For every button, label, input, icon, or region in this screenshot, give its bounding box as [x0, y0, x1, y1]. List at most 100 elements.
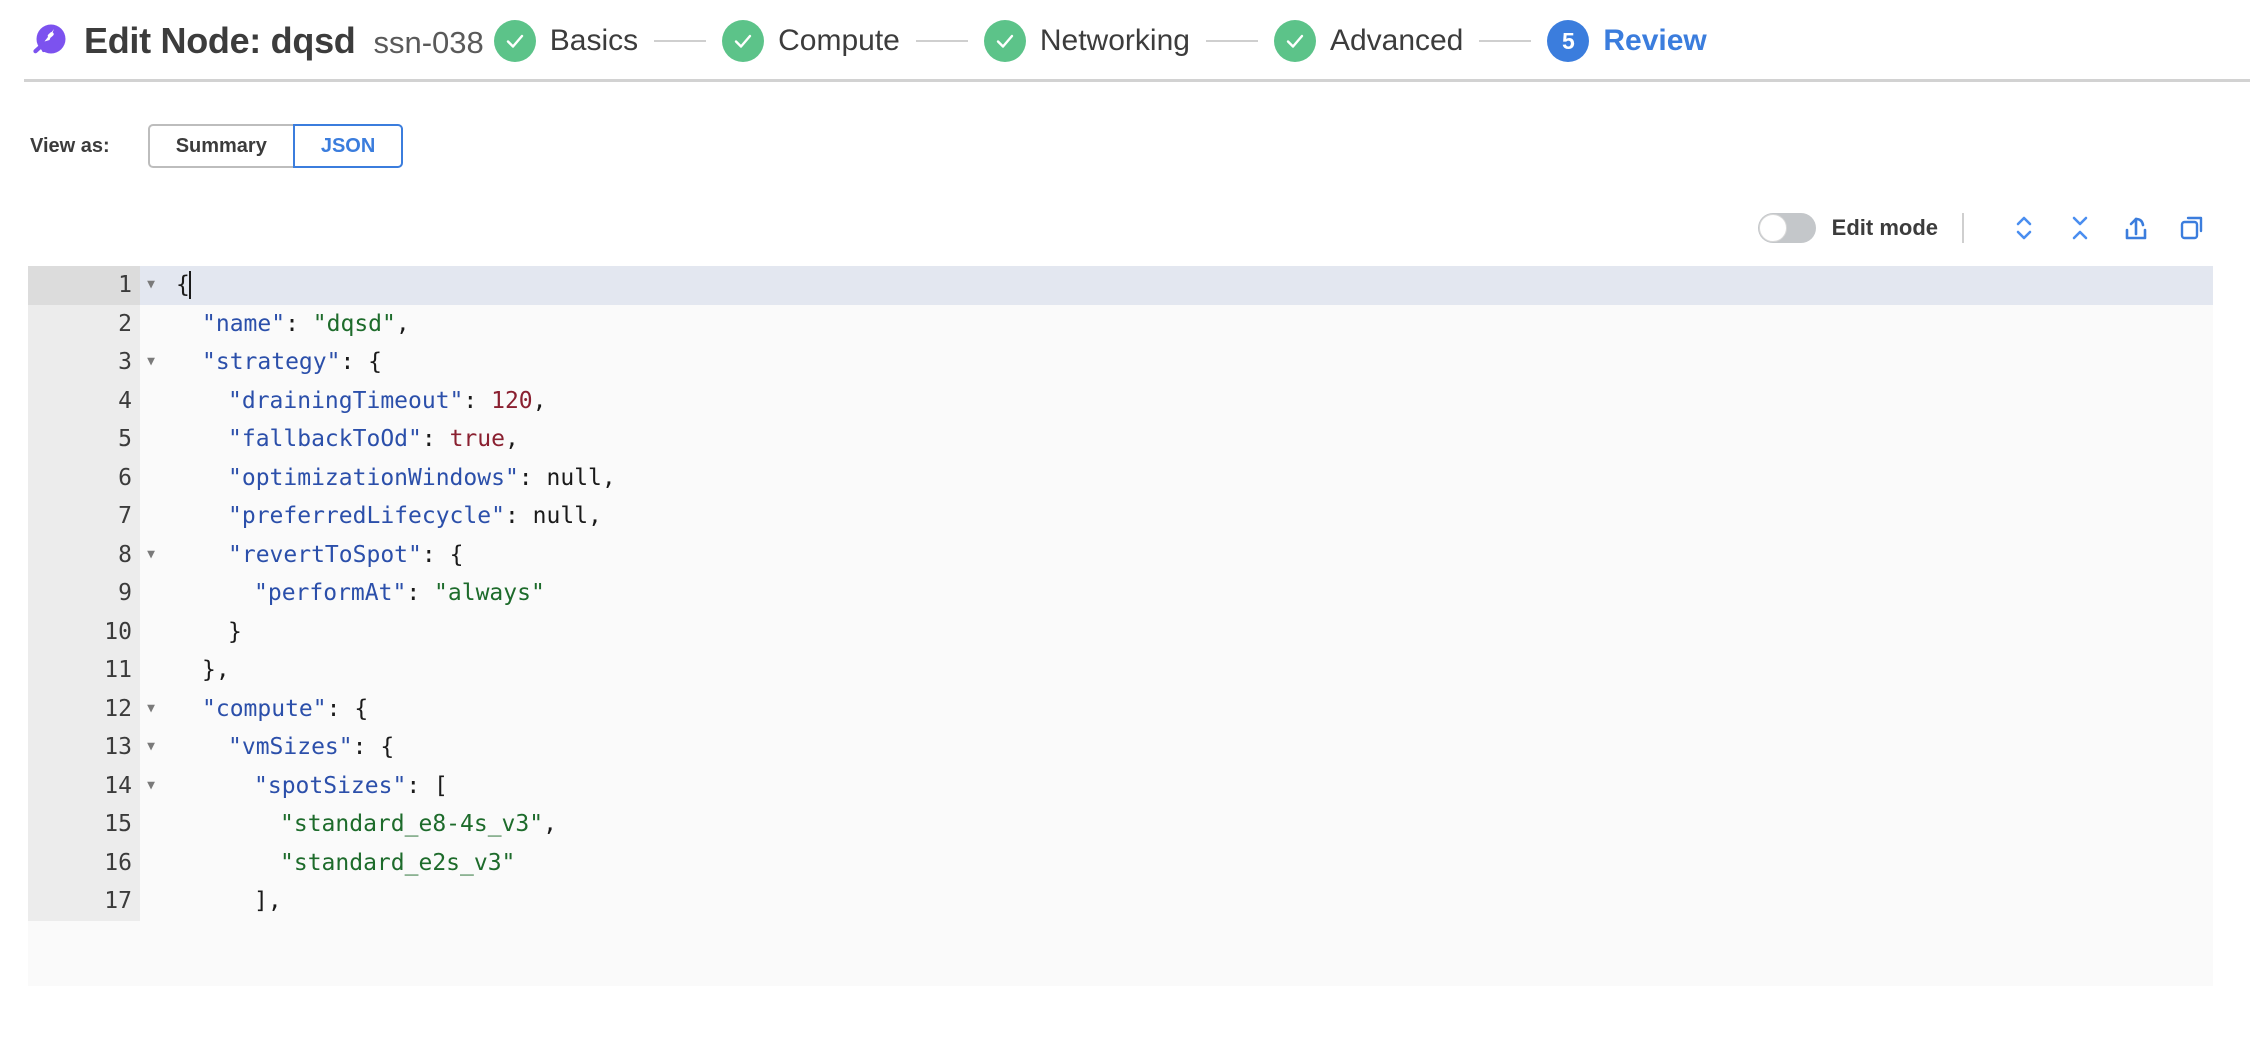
- token-num: 120: [491, 387, 533, 414]
- code-line[interactable]: 6"optimizationWindows": null,: [28, 458, 2213, 498]
- step-basics[interactable]: Basics: [493, 20, 638, 62]
- share-icon: [2125, 217, 2147, 240]
- code-text: "performAt": "always": [162, 574, 545, 613]
- token-key: "spotSizes": [254, 772, 407, 799]
- code-line[interactable]: 10}: [28, 612, 2213, 651]
- spot-logo-icon: [33, 24, 66, 54]
- token-key: "compute": [202, 695, 327, 722]
- view-as-row: View as: Summary JSON: [0, 122, 2250, 170]
- fold-arrow-icon[interactable]: ▼: [147, 354, 155, 369]
- step-label-review: Review: [1603, 24, 1707, 57]
- collapse-all-icon: [2072, 216, 2088, 240]
- token-key: "vmSizes": [228, 734, 353, 760]
- page-subtitle: ssn-038: [373, 25, 484, 60]
- code-line[interactable]: 1▼{: [28, 266, 2213, 305]
- code-line[interactable]: 9 "performAt": "always": [28, 574, 2213, 613]
- token-punc: :: [406, 580, 435, 606]
- token-str: "always": [434, 580, 545, 606]
- token-key: "preferredLifecycle": [228, 503, 505, 529]
- fold-arrow-icon[interactable]: ▼: [147, 277, 155, 292]
- token-punc: ],: [254, 888, 282, 914]
- code-text: "revertToSpot": {: [162, 536, 463, 575]
- text-cursor: [188, 271, 191, 300]
- fold-arrow-icon[interactable]: ▼: [147, 777, 155, 793]
- view-as-summary-button[interactable]: Summary: [147, 124, 293, 168]
- code-text: "standard_e2s_v3": [162, 844, 515, 883]
- code-text: "compute": {: [162, 690, 368, 729]
- line-number: 9: [28, 574, 140, 613]
- token-bool: true: [449, 426, 505, 452]
- step-review[interactable]: 5 Review: [1547, 20, 1707, 62]
- step-advanced[interactable]: Advanced: [1273, 20, 1464, 62]
- line-number: 13: [28, 728, 140, 767]
- line-number: 10: [28, 612, 140, 651]
- fold-spacer: [140, 805, 162, 844]
- fold-spacer: [140, 844, 162, 883]
- code-text: "fallbackToOd": true,: [162, 420, 519, 459]
- line-number: 7: [28, 497, 140, 536]
- code-text: "optimizationWindows": null,: [162, 459, 616, 498]
- step-connector-1: [654, 40, 707, 42]
- code-line[interactable]: 2"name": "dqsd",: [28, 304, 2213, 344]
- code-line[interactable]: 4"drainingTimeout": 120,: [28, 381, 2213, 420]
- fold-spacer: [140, 882, 162, 921]
- code-line[interactable]: 17],: [28, 882, 2213, 921]
- token-punc: :: [504, 503, 533, 529]
- code-line[interactable]: 14▼"spotSizes": [: [28, 766, 2213, 805]
- line-number: 3: [28, 343, 140, 382]
- copy-button[interactable]: [2172, 209, 2212, 247]
- fold-spacer: [140, 420, 162, 459]
- code-line[interactable]: 15"standard_e8-4s_v3",: [28, 805, 2213, 844]
- code-line[interactable]: 3▼"strategy": {: [28, 343, 2213, 382]
- step-connector-3: [1205, 40, 1258, 42]
- code-line[interactable]: 5 "fallbackToOd": true,: [28, 420, 2213, 459]
- check-icon: [506, 34, 523, 48]
- token-punc: ,: [588, 503, 602, 529]
- fold-spacer: [140, 574, 162, 613]
- fold-arrow-icon[interactable]: ▼: [147, 739, 155, 754]
- code-line[interactable]: 7 "preferredLifecycle": null,: [28, 497, 2213, 536]
- step-label-advanced: Advanced: [1329, 24, 1464, 57]
- code-line[interactable]: 12▼"compute": {: [28, 689, 2213, 729]
- step-label-compute: Compute: [778, 24, 900, 57]
- token-punc: ,: [543, 811, 557, 837]
- code-line[interactable]: 11},: [28, 651, 2213, 690]
- line-number: 5: [28, 420, 140, 459]
- token-punc: }: [228, 618, 242, 645]
- code-line[interactable]: 13▼"vmSizes": {: [28, 728, 2213, 767]
- wizard-stepper: Basics Compute Networking: [493, 20, 2250, 62]
- code-line[interactable]: 8▼"revertToSpot": {: [28, 535, 2213, 575]
- json-code-editor[interactable]: 1▼{2"name": "dqsd",3▼"strategy": {4"drai…: [28, 266, 2213, 986]
- token-punc: {: [176, 272, 190, 298]
- expand-all-button[interactable]: [2004, 209, 2044, 247]
- token-str: "standard_e2s_v3": [280, 849, 516, 876]
- token-key: "fallbackToOd": [228, 426, 422, 452]
- check-icon: [734, 34, 752, 48]
- step-networking[interactable]: Networking: [983, 20, 1190, 62]
- token-key: "name": [202, 310, 286, 337]
- fold-arrow-icon[interactable]: ▼: [147, 546, 155, 562]
- edit-mode-label: Edit mode: [1831, 215, 1938, 240]
- token-str: "standard_e8-4s_v3": [280, 811, 544, 837]
- collapse-all-button[interactable]: [2060, 209, 2100, 247]
- token-punc: : {: [326, 695, 369, 722]
- step-marker-basics: [493, 20, 536, 62]
- step-compute[interactable]: Compute: [722, 20, 900, 62]
- expand-all-icon: [2016, 216, 2032, 240]
- code-text: ],: [162, 882, 282, 921]
- fold-spacer: [140, 459, 162, 498]
- token-punc: :: [518, 464, 547, 491]
- app-header: Edit Node: dqsd ssn-038 Basics Compute: [0, 0, 2250, 82]
- view-as-json-button[interactable]: JSON: [292, 124, 404, 168]
- edit-mode-toggle[interactable]: [1757, 213, 1816, 243]
- code-text: "name": "dqsd",: [162, 305, 410, 344]
- token-key: "revertToSpot": [228, 541, 422, 568]
- step-marker-networking: [983, 20, 1026, 62]
- fold-arrow-icon[interactable]: ▼: [147, 700, 155, 716]
- code-text: },: [162, 651, 230, 690]
- code-line[interactable]: 16"standard_e2s_v3": [28, 843, 2213, 883]
- export-button[interactable]: [2116, 209, 2156, 247]
- token-punc: ,: [601, 464, 616, 491]
- token-null: null: [532, 503, 589, 529]
- toolbar-divider: [1962, 213, 1964, 243]
